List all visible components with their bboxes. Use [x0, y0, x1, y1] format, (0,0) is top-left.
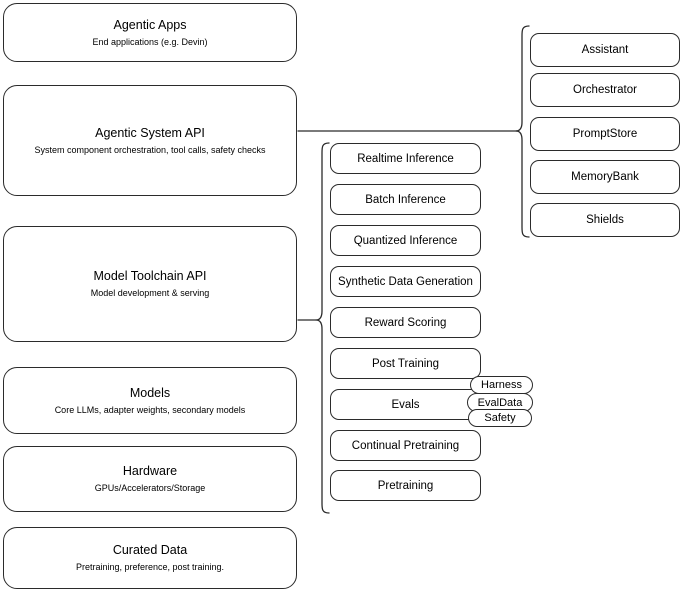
layer-card-agentic-system-api[interactable]: Agentic System API System component orch…: [3, 85, 297, 196]
layer-card-curated-data[interactable]: Curated Data Pretraining, preference, po…: [3, 527, 297, 589]
toolchain-label: Quantized Inference: [353, 234, 458, 247]
layer-card-hardware[interactable]: Hardware GPUs/Accelerators/Storage: [3, 446, 297, 512]
layer-title: Agentic System API: [95, 125, 205, 140]
toolchain-label: Continual Pretraining: [351, 439, 460, 452]
layer-subtitle: End applications (e.g. Devin): [92, 36, 208, 47]
toolchain-label: Post Training: [371, 357, 440, 370]
eval-tag-safety[interactable]: Safety: [468, 409, 532, 427]
layer-subtitle: GPUs/Accelerators/Storage: [94, 483, 206, 493]
toolchain-card-continual-pretraining[interactable]: Continual Pretraining: [330, 430, 481, 461]
toolchain-card-evals[interactable]: Evals: [330, 389, 481, 420]
component-card-shields[interactable]: Shields: [530, 203, 680, 237]
layer-title: Curated Data: [112, 543, 188, 557]
eval-tag-label: Harness: [481, 379, 522, 391]
toolchain-card-reward-scoring[interactable]: Reward Scoring: [330, 307, 481, 338]
layer-subtitle: Model development & serving: [90, 288, 210, 298]
layer-card-models[interactable]: Models Core LLMs, adapter weights, secon…: [3, 367, 297, 434]
layer-card-agentic-apps[interactable]: Agentic Apps End applications (e.g. Devi…: [3, 3, 297, 62]
toolchain-card-pretraining[interactable]: Pretraining: [330, 470, 481, 501]
component-label: PromptStore: [572, 128, 638, 140]
layer-card-model-toolchain-api[interactable]: Model Toolchain API Model development & …: [3, 226, 297, 342]
component-card-promptstore[interactable]: PromptStore: [530, 117, 680, 151]
toolchain-label: Reward Scoring: [364, 316, 447, 329]
eval-tag-label: EvalData: [477, 396, 523, 409]
toolchain-card-synthetic-data-generation[interactable]: Synthetic Data Generation: [330, 266, 481, 297]
toolchain-label: Batch Inference: [365, 193, 446, 206]
component-card-orchestrator[interactable]: Orchestrator: [530, 73, 680, 107]
component-label: Orchestrator: [573, 84, 637, 96]
toolchain-label: Pretraining: [377, 479, 434, 492]
component-card-assistant[interactable]: Assistant: [530, 33, 680, 67]
layer-title: Hardware: [122, 464, 178, 478]
layer-title: Models: [129, 385, 171, 400]
component-label: Assistant: [581, 44, 629, 56]
layer-title: Model Toolchain API: [93, 269, 207, 283]
toolchain-label: Realtime Inference: [357, 152, 454, 165]
layer-subtitle: Core LLMs, adapter weights, secondary mo…: [54, 404, 246, 415]
eval-tag-harness[interactable]: Harness: [470, 376, 533, 394]
layer-subtitle: Pretraining, preference, post training.: [75, 562, 225, 572]
toolchain-card-post-training[interactable]: Post Training: [330, 348, 481, 379]
component-label: Shields: [586, 214, 624, 226]
toolchain-card-batch-inference[interactable]: Batch Inference: [330, 184, 481, 215]
toolchain-label: Synthetic Data Generation: [338, 275, 473, 288]
layer-title: Agentic Apps: [113, 17, 187, 32]
component-card-memorybank[interactable]: MemoryBank: [530, 160, 680, 194]
layer-subtitle: System component orchestration, tool cal…: [34, 144, 266, 155]
eval-tag-label: Safety: [484, 412, 516, 424]
toolchain-card-quantized-inference[interactable]: Quantized Inference: [330, 225, 481, 256]
toolchain-label: Evals: [391, 398, 420, 411]
component-label: MemoryBank: [571, 171, 639, 183]
toolchain-card-realtime-inference[interactable]: Realtime Inference: [330, 143, 481, 174]
